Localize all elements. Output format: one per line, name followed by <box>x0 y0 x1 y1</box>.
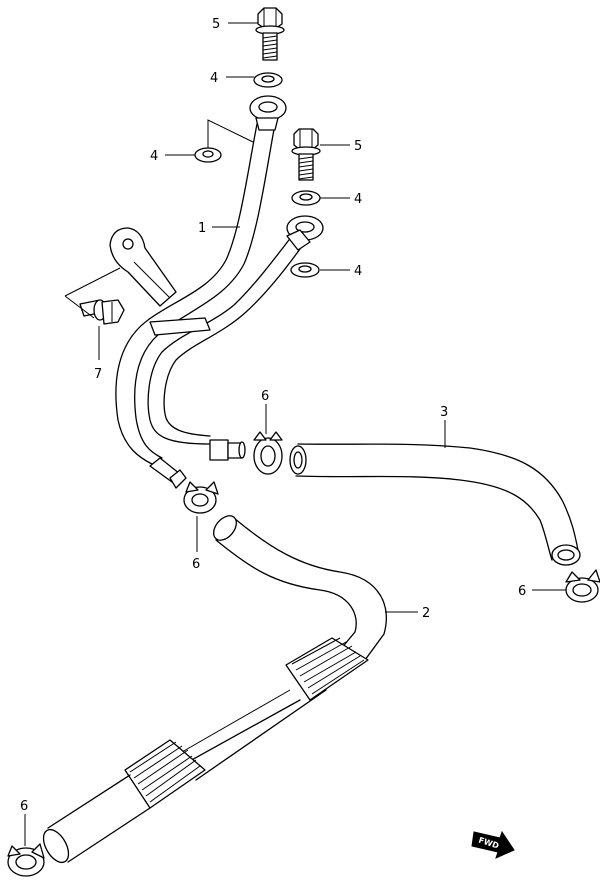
callout-6-bottom: 6 <box>20 799 28 814</box>
pipe-1 <box>115 123 306 465</box>
callout-5-right: 5 <box>354 139 362 154</box>
hose-2 <box>42 515 387 864</box>
callout-4-right-upper: 4 <box>354 192 362 207</box>
callout-5-top: 5 <box>212 17 220 32</box>
corrugation-lower <box>124 739 206 809</box>
callout-4-right-lower: 4 <box>354 264 362 279</box>
pipe-end-b <box>209 439 246 461</box>
washer-4-right-upper <box>291 190 321 206</box>
callout-4-top: 4 <box>210 71 218 86</box>
corrugation-upper <box>285 637 369 701</box>
clamp-6-center <box>253 431 283 475</box>
pipe-end-a <box>149 457 187 489</box>
clamp-6-bottom <box>7 843 45 877</box>
bolt-5-right <box>291 128 321 181</box>
bolt-5-top <box>255 7 285 61</box>
hose-3 <box>289 443 581 566</box>
mounting-bracket <box>109 227 177 307</box>
washer-4-right-lower <box>290 262 320 278</box>
callout-3: 3 <box>440 405 448 420</box>
callout-6-right: 6 <box>518 584 526 599</box>
washer-4-top <box>253 72 283 88</box>
callout-1: 1 <box>198 221 206 236</box>
callout-2: 2 <box>422 606 430 621</box>
callout-6-center: 6 <box>261 389 269 404</box>
callout-6-left: 6 <box>192 557 200 572</box>
washer-4-left <box>194 147 222 163</box>
fwd-arrow-icon: FWD <box>471 830 515 859</box>
banjo-eye-upper <box>249 95 287 131</box>
clamp-6-right <box>565 569 600 603</box>
callout-7: 7 <box>94 367 102 382</box>
callout-4-left: 4 <box>150 149 158 164</box>
banjo-eye-lower <box>286 215 324 251</box>
clamp-6-left <box>183 481 219 514</box>
